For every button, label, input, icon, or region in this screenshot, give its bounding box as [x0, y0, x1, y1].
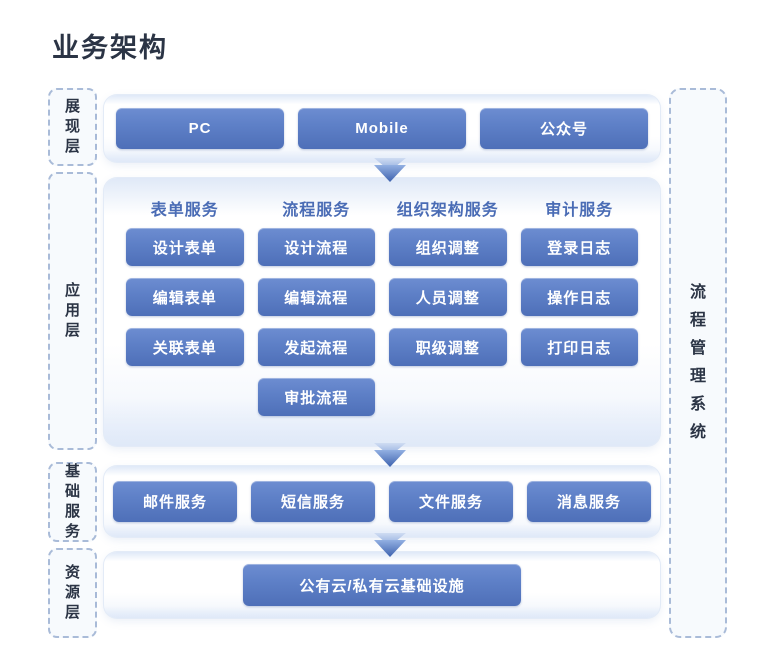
app-item-start-process[interactable]: 发起流程: [257, 328, 375, 366]
system-tag-label: 流程管理系统: [689, 284, 706, 441]
double-chevron-down-icon: [368, 158, 412, 184]
resource-item-cloud-infrastructure[interactable]: 公有云/私有云基础设施: [243, 564, 521, 606]
system-tag-process-management: 流程管理系统: [669, 88, 727, 638]
basic-item-message-service[interactable]: 消息服务: [527, 481, 651, 522]
app-item-link-form[interactable]: 关联表单: [126, 328, 244, 366]
layer-tag-label: 资源层: [64, 563, 80, 622]
app-item-edit-form[interactable]: 编辑表单: [126, 278, 244, 316]
panel-basic-service-layer: 邮件服务 短信服务 文件服务 消息服务: [104, 466, 660, 537]
layer-tag-presentation: 展现层: [48, 88, 97, 166]
page-title: 业务架构: [52, 33, 168, 63]
app-item-org-adjust[interactable]: 组织调整: [389, 228, 507, 266]
double-chevron-down-icon: [368, 533, 412, 559]
double-chevron-down-icon: [368, 443, 412, 469]
application-header-org-service: 组织架构服务: [396, 202, 499, 219]
app-item-rank-adjust[interactable]: 职级调整: [389, 328, 507, 366]
app-item-operation-log[interactable]: 操作日志: [520, 278, 638, 316]
app-item-personnel-adjust[interactable]: 人员调整: [389, 278, 507, 316]
presentation-item-pc[interactable]: PC: [116, 108, 284, 149]
application-column-form-service: 设计表单 编辑表单 关联表单: [126, 228, 244, 416]
application-header-audit-service: 审计服务: [545, 202, 614, 219]
app-item-login-log[interactable]: 登录日志: [520, 228, 638, 266]
basic-item-mail-service[interactable]: 邮件服务: [113, 481, 237, 522]
application-column-process-service: 设计流程 编辑流程 发起流程 审批流程: [257, 228, 375, 416]
app-item-design-process[interactable]: 设计流程: [257, 228, 375, 266]
presentation-item-mobile[interactable]: Mobile: [298, 108, 466, 149]
layer-tag-label: 基础服务: [64, 462, 80, 541]
application-column-audit-service: 登录日志 操作日志 打印日志: [520, 228, 638, 416]
app-item-approve-process[interactable]: 审批流程: [257, 378, 375, 416]
layer-tag-label: 应用层: [64, 281, 80, 340]
layer-tag-label: 展现层: [64, 97, 80, 156]
application-header-process-service: 流程服务: [282, 202, 351, 219]
app-item-design-form[interactable]: 设计表单: [126, 228, 244, 266]
layer-tag-application: 应用层: [48, 172, 97, 450]
layer-tag-resource: 资源层: [48, 548, 97, 638]
application-header-form-service: 表单服务: [150, 202, 219, 219]
application-columns: 设计表单 编辑表单 关联表单 设计流程 编辑流程 发起流程 审批流程 组织调整 …: [126, 228, 638, 416]
application-layer-grid: 表单服务 流程服务 组织架构服务 审计服务 设计表单 编辑表单 关联表单 设计流…: [126, 196, 638, 416]
basic-item-sms-service[interactable]: 短信服务: [251, 481, 375, 522]
application-column-headers: 表单服务 流程服务 组织架构服务 审计服务: [126, 196, 638, 220]
presentation-item-official-account[interactable]: 公众号: [480, 108, 648, 149]
application-column-org-service: 组织调整 人员调整 职级调整: [389, 228, 507, 416]
basic-service-row: 邮件服务 短信服务 文件服务 消息服务: [104, 481, 660, 522]
panel-application-layer: 表单服务 流程服务 组织架构服务 审计服务 设计表单 编辑表单 关联表单 设计流…: [104, 178, 660, 446]
app-item-edit-process[interactable]: 编辑流程: [257, 278, 375, 316]
panel-presentation-layer: PC Mobile 公众号: [104, 95, 660, 162]
panel-resource-layer: 公有云/私有云基础设施: [104, 552, 660, 618]
app-item-print-log[interactable]: 打印日志: [520, 328, 638, 366]
basic-item-file-service[interactable]: 文件服务: [389, 481, 513, 522]
layer-tag-basic-service: 基础服务: [48, 462, 97, 542]
presentation-layer-row: PC Mobile 公众号: [104, 108, 660, 149]
resource-layer-row: 公有云/私有云基础设施: [104, 564, 660, 606]
